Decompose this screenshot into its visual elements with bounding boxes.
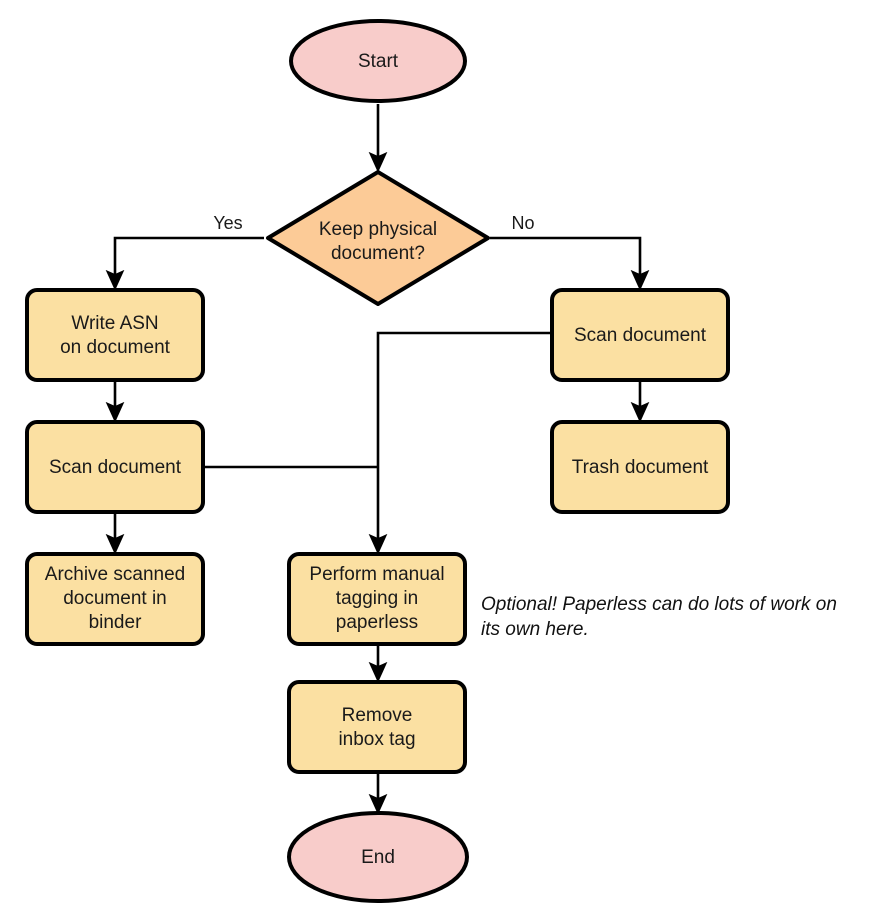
annotation-optional-note: Optional! Paperless can do lots of work … <box>481 594 837 640</box>
node-decision-keep-physical-document[interactable]: Keep physical document? <box>266 170 490 306</box>
remove-inbox-label-line2: inbox tag <box>338 729 415 750</box>
write-asn-label-line1: Write ASN <box>71 313 158 334</box>
end-ellipse <box>287 811 469 903</box>
remove-inbox-label-line1: Remove <box>342 705 413 726</box>
node-scan-document-left[interactable]: Scan document <box>25 420 205 514</box>
node-remove-inbox-tag[interactable]: Remove inbox tag <box>287 680 467 774</box>
node-scan-document-right[interactable]: Scan document <box>550 288 730 382</box>
edge-decision-yes-to-write-asn <box>105 236 264 291</box>
archive-label-line3: binder <box>89 612 142 633</box>
node-start[interactable]: Start <box>289 19 467 103</box>
scan-left-box <box>25 420 205 514</box>
node-write-asn[interactable]: Write ASN on document <box>25 288 205 382</box>
decision-label-line2: document? <box>331 243 425 264</box>
start-label: Start <box>358 51 399 72</box>
scan-right-box <box>550 288 730 382</box>
tagging-label-line2: tagging in <box>336 588 418 609</box>
edge-label-no: No <box>511 213 534 233</box>
edge-decision-no-to-scan-right <box>490 236 650 291</box>
decision-diamond <box>266 170 490 306</box>
remove-inbox-box <box>287 680 467 774</box>
tagging-label-line1: Perform manual <box>309 564 444 585</box>
optional-note-line1: Optional! Paperless can do lots of work … <box>481 594 837 615</box>
scan-left-label: Scan document <box>49 457 182 478</box>
end-label: End <box>361 847 395 868</box>
tagging-box <box>287 552 467 646</box>
node-perform-manual-tagging[interactable]: Perform manual tagging in paperless <box>287 552 467 646</box>
trash-box <box>550 420 730 514</box>
node-trash-document[interactable]: Trash document <box>550 420 730 514</box>
edge-label-yes: Yes <box>213 213 242 233</box>
edge-scan-right-to-tagging <box>368 331 552 555</box>
scan-right-label: Scan document <box>574 325 707 346</box>
decision-label-line1: Keep physical <box>319 219 437 240</box>
archive-label-line2: document in <box>63 588 167 609</box>
tagging-label-line3: paperless <box>336 612 418 633</box>
optional-note-line2: its own here. <box>481 619 589 640</box>
trash-label: Trash document <box>572 457 709 478</box>
write-asn-box <box>25 288 205 382</box>
archive-label-line1: Archive scanned <box>45 564 185 585</box>
archive-box <box>25 552 205 646</box>
start-ellipse <box>289 19 467 103</box>
node-archive-scanned-document[interactable]: Archive scanned document in binder <box>25 552 205 646</box>
node-end[interactable]: End <box>287 811 469 903</box>
write-asn-label-line2: on document <box>60 337 171 358</box>
